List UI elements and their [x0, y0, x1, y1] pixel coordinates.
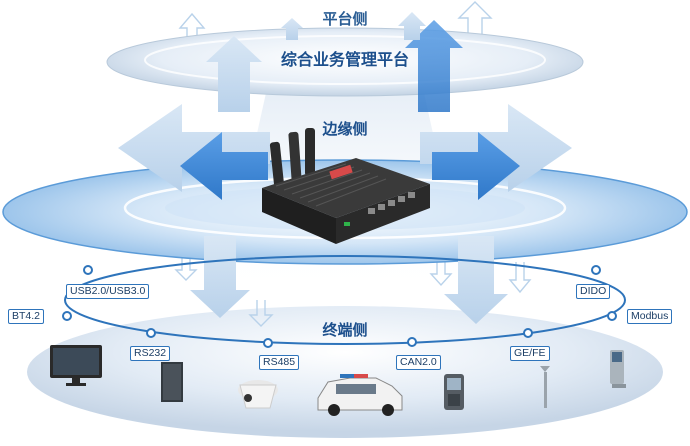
- monitor-icon: [50, 345, 102, 386]
- edge-layer-title: 边缘侧: [322, 120, 368, 138]
- interface-tag-dido: DIDO: [576, 284, 611, 299]
- interface-nodes: [62, 265, 617, 348]
- upward-arrows: [206, 12, 463, 112]
- handheld-terminal-icon: [444, 374, 464, 410]
- downward-arrows: [190, 236, 508, 324]
- terminal-disc: [27, 306, 663, 438]
- edge-gateway-device: [262, 128, 430, 244]
- platform-layer-subtitle: 综合业务管理平台: [280, 50, 409, 69]
- server-tower-icon: [161, 362, 183, 402]
- platform-layer-title: 平台侧: [322, 10, 368, 28]
- outline-arrows: [174, 1, 532, 327]
- interface-bus-ring: [64, 255, 626, 345]
- camera-icon: [238, 380, 278, 409]
- interface-tag-rs232: RS232: [130, 346, 171, 361]
- interface-tag-gefe: GE/FE: [510, 346, 550, 361]
- car-icon: [317, 374, 403, 416]
- interface-tag-usb: USB2.0/USB3.0: [66, 284, 150, 299]
- interface-tag-bt: BT4.2: [8, 309, 45, 324]
- street-lamp-icon: [540, 366, 550, 408]
- terminal-layer-title: 终端侧: [322, 321, 368, 339]
- kiosk-icon: [610, 350, 626, 388]
- interface-tag-rs485: RS485: [259, 355, 300, 370]
- interface-tag-can: CAN2.0: [396, 355, 441, 370]
- interface-tag-modbus: Modbus: [627, 309, 673, 324]
- horizontal-arrows: [118, 104, 572, 200]
